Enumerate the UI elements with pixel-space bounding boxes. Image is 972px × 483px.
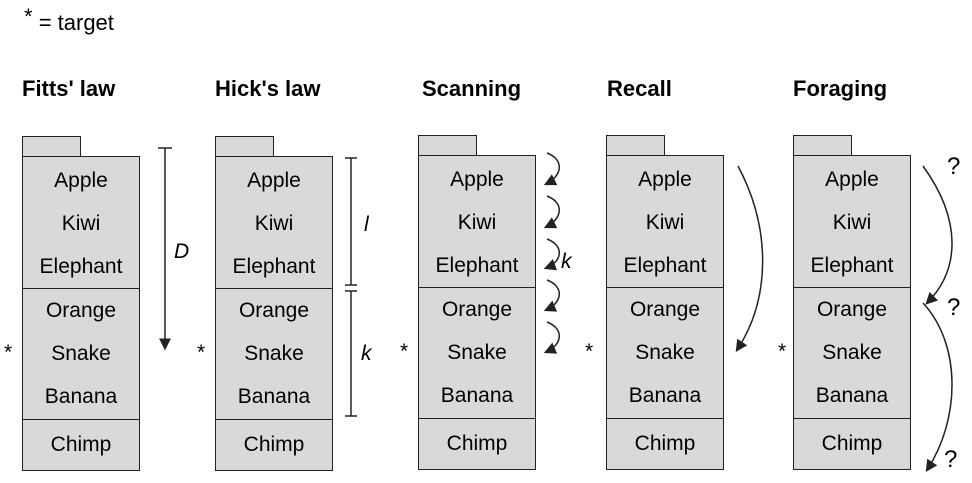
menu-item: Orange (238, 299, 310, 322)
menu-item: Chimp (634, 432, 696, 455)
menu-stack-foraging: Apple Kiwi Elephant Orange Snake Banana … (793, 155, 911, 470)
menu-item: Orange (45, 299, 117, 322)
menu-item: Elephant (232, 255, 316, 278)
menu-item: Kiwi (832, 211, 872, 234)
menu-item: Kiwi (61, 212, 101, 235)
hick-bracket-top (345, 157, 357, 286)
menu-group-1: Apple Kiwi Elephant (419, 156, 535, 288)
menu-item: Chimp (821, 432, 883, 455)
target-marker: * (400, 340, 409, 363)
menu-item: Banana (815, 384, 889, 407)
menu-group-3: Chimp (216, 420, 332, 470)
menu-stack-scanning: Apple Kiwi Elephant Orange Snake Banana … (418, 155, 536, 470)
menu-group-2: Orange Snake Banana (607, 288, 723, 419)
menu-group-3: Chimp (794, 419, 910, 469)
menu-item: Chimp (446, 432, 508, 455)
menu-group-1: Apple Kiwi Elephant (794, 156, 910, 288)
menu-item: Orange (441, 298, 513, 321)
menu-item: Orange (816, 298, 888, 321)
menu-item: Chimp (243, 433, 305, 456)
menu-group-2: Orange Snake Banana (23, 289, 139, 420)
menu-item: Elephant (39, 255, 123, 278)
menu-item-target: Snake (51, 342, 111, 365)
menu-item: Banana (44, 385, 118, 408)
menu-group-1: Apple Kiwi Elephant (23, 157, 139, 289)
hick-top-label: l (364, 213, 369, 236)
menu-item: Banana (628, 384, 702, 407)
menu-item: Elephant (810, 254, 894, 277)
menu-item-target: Snake (822, 341, 882, 364)
scanning-step-arrows (543, 152, 560, 354)
menu-item: Kiwi (254, 212, 294, 235)
menu-item: Banana (237, 385, 311, 408)
menu-item: Elephant (435, 254, 519, 277)
menu-item: Apple (638, 168, 692, 191)
panel-title-foraging: Foraging (793, 76, 888, 101)
foraging-question-1: ? (947, 153, 961, 180)
menu-stack-hick: Apple Kiwi Elephant Orange Snake Banana … (215, 156, 333, 471)
foraging-question-2: ? (947, 294, 961, 321)
panel-title-fitts: Fitts' law (22, 76, 116, 101)
menu-item: Apple (247, 169, 301, 192)
fitts-distance-arrow (158, 147, 172, 351)
hick-bracket-bottom (345, 290, 357, 417)
menu-item-target: Snake (635, 341, 695, 364)
hick-bottom-label: k (361, 342, 372, 365)
target-marker: * (197, 341, 206, 364)
menu-item-target: Snake (447, 341, 507, 364)
menu-group-1: Apple Kiwi Elephant (216, 157, 332, 289)
menu-item: Apple (825, 168, 879, 191)
menu-group-1: Apple Kiwi Elephant (607, 156, 723, 288)
recall-arrow (735, 165, 764, 353)
menu-item: Apple (450, 168, 504, 191)
target-marker: * (585, 340, 594, 363)
menu-stack-fitts: Apple Kiwi Elephant Orange Snake Banana … (22, 156, 140, 471)
menu-item: Chimp (50, 433, 112, 456)
menu-item: Orange (629, 298, 701, 321)
foraging-arrows (922, 165, 953, 473)
legend: * = target (24, 4, 114, 36)
panel-title-recall: Recall (607, 76, 672, 101)
panel-title-hick: Hick's law (215, 76, 321, 101)
menu-stack-recall: Apple Kiwi Elephant Orange Snake Banana … (606, 155, 724, 470)
menu-group-3: Chimp (23, 420, 139, 470)
menu-item: Elephant (623, 254, 707, 277)
menu-group-3: Chimp (419, 419, 535, 469)
menu-group-2: Orange Snake Banana (216, 289, 332, 420)
target-marker: * (4, 341, 13, 364)
menu-item: Banana (440, 384, 514, 407)
menu-item-target: Snake (244, 342, 304, 365)
legend-text: = target (38, 10, 114, 35)
target-marker: * (778, 340, 787, 363)
legend-star: * (24, 4, 33, 29)
menu-item: Kiwi (457, 211, 497, 234)
fitts-distance-label: D (174, 240, 190, 263)
panel-title-scanning: Scanning (422, 76, 522, 101)
foraging-question-3: ? (944, 446, 958, 473)
menu-group-3: Chimp (607, 419, 723, 469)
menu-group-2: Orange Snake Banana (794, 288, 910, 419)
menu-item: Kiwi (645, 211, 685, 234)
menu-group-2: Orange Snake Banana (419, 288, 535, 419)
scanning-steps-label: k (561, 250, 572, 273)
menu-item: Apple (54, 169, 108, 192)
